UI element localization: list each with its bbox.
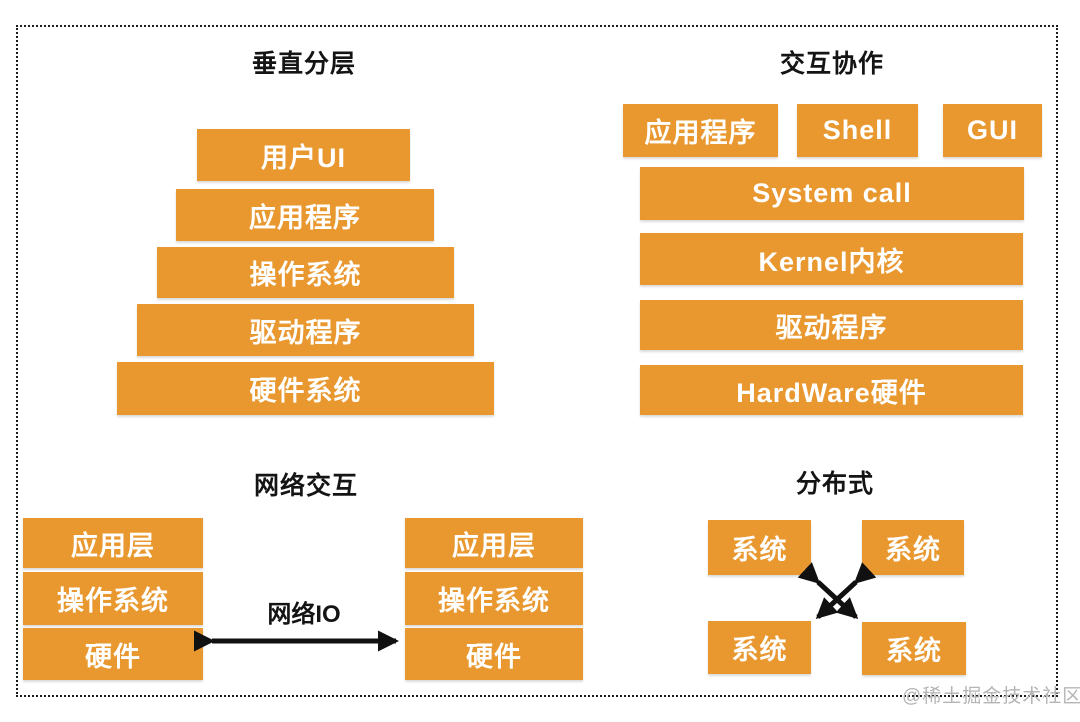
collab-box-kernel: Kernel内核: [640, 233, 1023, 285]
network-title: 网络交互: [253, 472, 358, 500]
watermark: @稀土掘金技术社区: [902, 686, 1080, 707]
layer-box-user-ui: 用户UI: [197, 129, 410, 181]
net-left-hardware: 硬件: [23, 628, 203, 680]
collaboration-title: 交互协作: [779, 50, 884, 78]
collab-box-hardware: HardWare硬件: [640, 365, 1023, 415]
distributed-node-2: 系统: [862, 520, 964, 575]
collab-box-driver: 驱动程序: [640, 300, 1023, 350]
layer-box-hardware: 硬件系统: [117, 362, 494, 415]
distributed-node-4: 系统: [862, 622, 966, 675]
network-io-label: 网络IO: [267, 601, 341, 628]
net-right-os: 操作系统: [405, 572, 583, 625]
collab-box-shell: Shell: [797, 104, 918, 157]
layer-box-os: 操作系统: [157, 247, 454, 298]
distributed-node-3: 系统: [708, 621, 811, 674]
distributed-node-1: 系统: [708, 520, 811, 575]
layer-box-driver: 驱动程序: [137, 304, 474, 356]
collab-box-system-call: System call: [640, 167, 1024, 220]
net-left-app-layer: 应用层: [23, 518, 203, 568]
layer-box-application: 应用程序: [176, 189, 434, 241]
net-right-hardware: 硬件: [405, 628, 583, 680]
net-left-os: 操作系统: [23, 572, 203, 625]
vertical-layering-title: 垂直分层: [251, 50, 356, 78]
net-right-app-layer: 应用层: [405, 518, 583, 568]
distributed-title: 分布式: [795, 470, 874, 498]
dotted-border-frame: [16, 25, 1058, 697]
collab-box-application: 应用程序: [623, 104, 778, 157]
collab-box-gui: GUI: [943, 104, 1042, 157]
